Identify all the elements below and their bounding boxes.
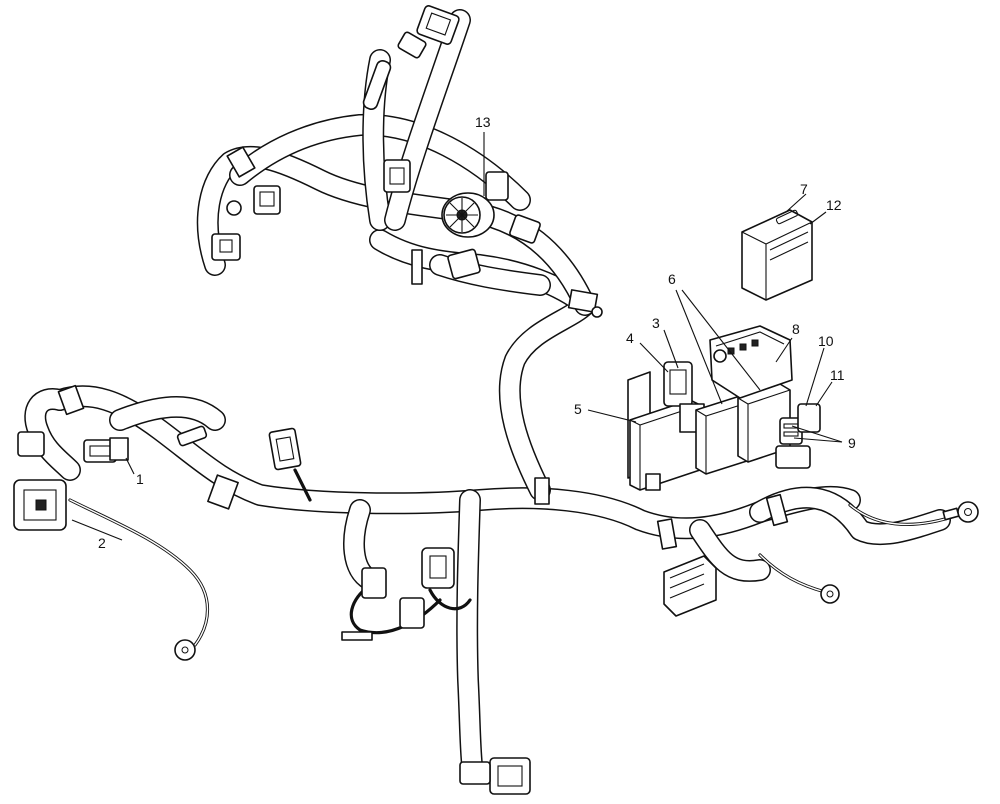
callout-11: 11 xyxy=(830,367,845,383)
harness-clips xyxy=(57,146,789,550)
callout-13: 13 xyxy=(475,114,491,130)
callout-2: 2 xyxy=(98,535,106,551)
callout-3: 3 xyxy=(652,315,660,331)
bottom-connector-group xyxy=(459,757,531,795)
callout-10: 10 xyxy=(818,333,834,349)
callout-6: 6 xyxy=(668,271,676,287)
callout-labels: 1 2 3 4 5 6 7 8 9 10 11 12 13 xyxy=(98,114,856,551)
round-connector-13 xyxy=(441,192,495,238)
top-connector-group xyxy=(211,5,541,280)
callout-9: 9 xyxy=(848,435,856,451)
left-connector-group xyxy=(13,425,208,661)
leader-lines xyxy=(71,132,843,541)
callout-12: 12 xyxy=(826,197,842,213)
fuse-box-cover xyxy=(741,209,813,301)
callout-5: 5 xyxy=(574,401,582,417)
callout-8: 8 xyxy=(792,321,800,337)
callout-1: 1 xyxy=(136,471,144,487)
callout-7: 7 xyxy=(800,181,808,197)
callout-4: 4 xyxy=(626,330,634,346)
center-connector-group xyxy=(268,427,455,641)
relay-cluster xyxy=(627,325,821,491)
right-connector-group xyxy=(663,501,979,617)
thin-wires xyxy=(68,468,960,647)
harness-trunks xyxy=(24,9,951,776)
